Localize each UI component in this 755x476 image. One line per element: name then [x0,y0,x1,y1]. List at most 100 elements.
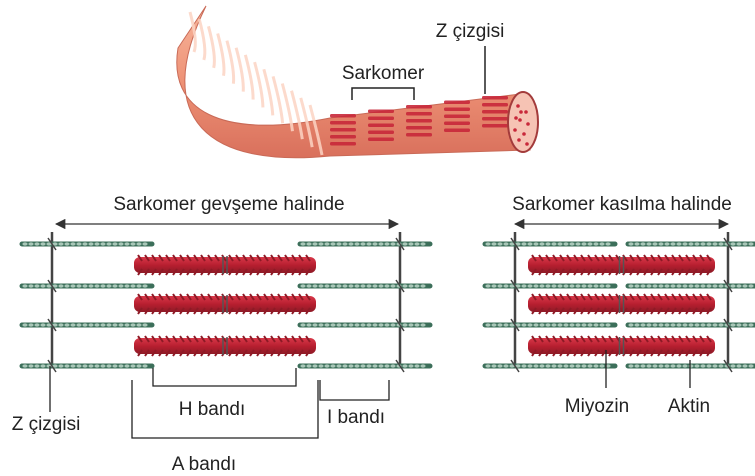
actin-bead [533,323,538,326]
fibril-segment [444,101,470,105]
actin-bead [527,284,532,287]
actin-bead [634,364,639,367]
fibril-segment [330,128,356,132]
actin-bead [527,242,532,245]
actin-bead [652,284,657,287]
actin-bead [575,242,580,245]
actin-bead [76,364,81,367]
z-line-bottom-label: Z çizgisi [12,414,81,435]
fiber-stripe [227,41,234,84]
actin-bead [318,323,323,326]
actin-bead [378,242,383,245]
actin-bead [330,242,335,245]
actin-bead [94,323,99,326]
actin-bead [563,242,568,245]
actin-bead [748,323,753,326]
actin-bead [390,364,395,367]
actin-bead [306,242,311,245]
actin-bead [539,284,544,287]
cross-section-dot [519,110,523,114]
fibril-segment [444,115,470,119]
actin-bead [593,284,598,287]
actin-bead [112,242,117,245]
actin-bead [354,242,359,245]
actin-bead [682,242,687,245]
actin-bead [360,364,365,367]
actin-bead [70,284,75,287]
actin-bead [130,242,135,245]
actin-bead [676,364,681,367]
actin-bead [676,323,681,326]
actin-bead [581,323,586,326]
actin-bead [694,284,699,287]
actin-bead [658,242,663,245]
actin-bead [70,364,75,367]
actin-bead [402,323,407,326]
actin-bead [634,242,639,245]
actin-bead [64,284,69,287]
actin-bead [58,242,63,245]
actin-bead [324,284,329,287]
actin-bead [342,242,347,245]
fibril-segment [368,138,394,142]
actin-bead [124,323,129,326]
actin-bead [336,284,341,287]
actin-bead [688,242,693,245]
actin-bead [748,242,753,245]
actin-bead [402,284,407,287]
actin-bead [354,323,359,326]
actin-bead [88,284,93,287]
actin-bead [593,242,598,245]
actin-bead [76,242,81,245]
actin-bead [599,242,604,245]
actin-bead [539,364,544,367]
actin-bead [348,284,353,287]
actin-bead [730,242,735,245]
actin-bead [640,242,645,245]
sarcomere-bracket [352,88,414,100]
actin-bead [112,323,117,326]
actin-bead [106,323,111,326]
actin-bead [100,242,105,245]
actin-bead [563,284,568,287]
actin-bead [40,284,45,287]
actin-bead [748,284,753,287]
actin-bead [82,323,87,326]
actin-bead [533,242,538,245]
actin-bead [682,364,687,367]
actin-bead [360,284,365,287]
actin-bead [318,284,323,287]
cross-section-dot [525,142,529,146]
actin-bead [106,242,111,245]
actin-bead [646,323,651,326]
actin-bead [485,364,490,367]
actin-bead [706,284,711,287]
fibril-segment [330,142,356,146]
actin-bead [551,242,556,245]
actin-bead [670,242,675,245]
actin-bead [336,323,341,326]
actin-bead [300,284,305,287]
actin-bead [360,323,365,326]
actin-bead [366,284,371,287]
actin-bead [640,364,645,367]
fiber-stripe [245,55,253,100]
actin-bead [658,284,663,287]
actin-bead [748,364,753,367]
fibril-segment [330,114,356,118]
actin-bead [312,242,317,245]
relaxed-sarcomere [22,232,430,372]
actin-bead [366,242,371,245]
actin-bead [682,323,687,326]
actin-bead [664,364,669,367]
i-band-bracket [320,380,389,400]
actin-bead [28,284,33,287]
actin-bead [545,364,550,367]
actin-bead [414,242,419,245]
fibril-segment [482,117,508,121]
actin-bead [670,323,675,326]
actin-bead [360,242,365,245]
actin-bead [503,284,508,287]
actin-bead [664,323,669,326]
actin-bead [330,284,335,287]
